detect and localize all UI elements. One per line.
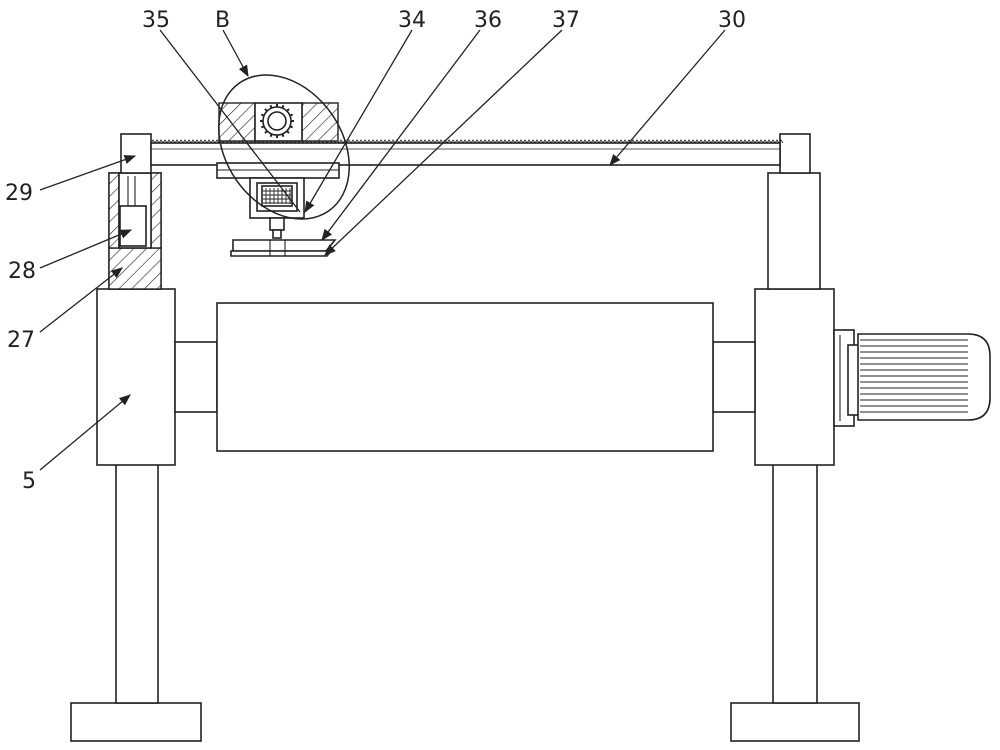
label-5: 5 (22, 469, 36, 494)
leader-5 (39, 394, 131, 471)
leader-30 (609, 29, 726, 166)
right-upright-column (767, 172, 821, 290)
carriage-hatch-left (218, 102, 256, 142)
scraper-plate-37 (232, 239, 337, 252)
detail-circle-b (217, 74, 351, 220)
gear-hub (267, 111, 287, 131)
right-base-plate (730, 702, 860, 742)
right-leg (772, 462, 818, 704)
left-bearing-block (96, 288, 176, 466)
leader-29 (39, 155, 137, 191)
right-rail-mount (779, 133, 811, 174)
label-B: B (215, 8, 230, 33)
left-shaft-stub (174, 341, 218, 413)
leader-36 (321, 29, 481, 241)
right-bearing-block (754, 288, 835, 466)
label-34: 34 (398, 8, 426, 33)
leader-27 (39, 267, 123, 333)
label-35: 35 (142, 8, 170, 33)
hatched-wall-right (150, 172, 162, 249)
left-leg (115, 462, 159, 704)
leader-34 (304, 29, 413, 214)
label-29: 29 (5, 181, 33, 206)
leader-B (222, 29, 249, 78)
label-37: 37 (552, 8, 580, 33)
leader-35 (159, 29, 301, 213)
left-rail-mount-29 (120, 133, 152, 174)
sensor-grid (263, 188, 291, 204)
piston-28 (119, 205, 147, 247)
label-28: 28 (8, 259, 36, 284)
leader-28 (39, 229, 133, 269)
label-30: 30 (718, 8, 746, 33)
roller-drum (216, 302, 714, 452)
leader-37 (324, 29, 563, 256)
right-shaft-stub (712, 341, 756, 413)
motor-cooling-fins (860, 339, 968, 413)
hatched-base-27 (108, 247, 162, 290)
label-27: 27 (7, 328, 35, 353)
carriage-hatch-right (301, 102, 339, 142)
label-36: 36 (474, 8, 502, 33)
gear-teeth (260, 104, 294, 138)
sensor-neck (272, 229, 282, 239)
motor-body (857, 333, 991, 421)
drive-motor (833, 329, 991, 427)
scraper-blade (230, 250, 333, 257)
sensor-stem (269, 217, 285, 231)
guide-rail-30 (150, 142, 781, 166)
left-base-plate (70, 702, 202, 742)
